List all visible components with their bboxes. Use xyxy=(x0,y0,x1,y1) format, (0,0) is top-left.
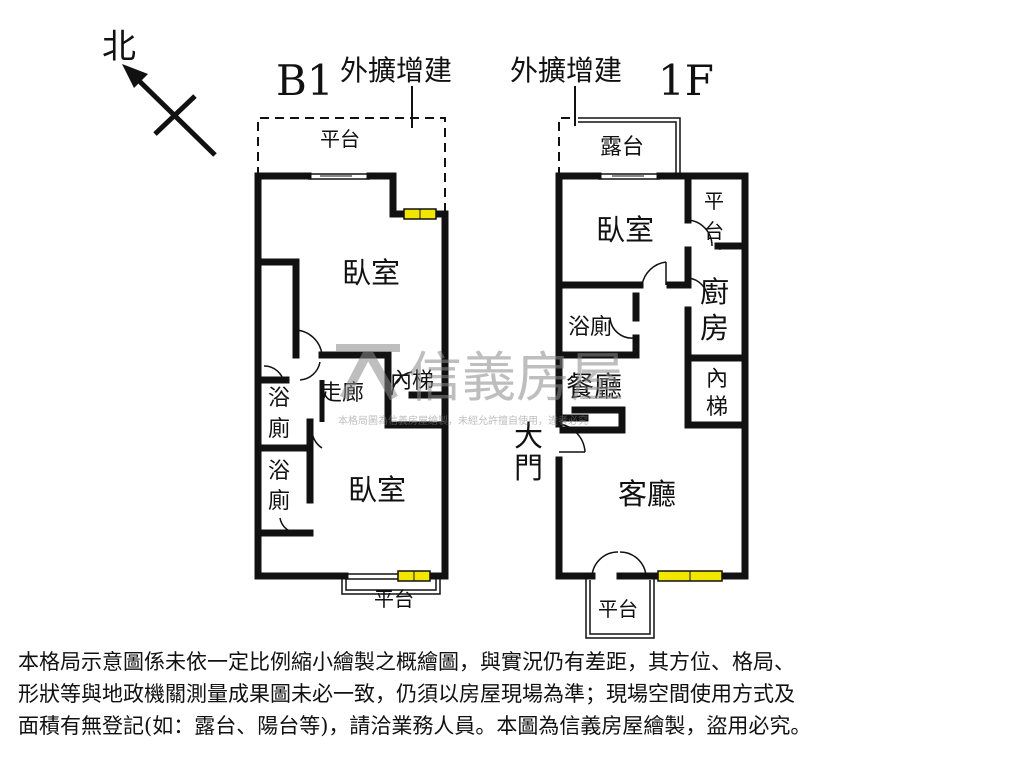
disclaimer-line-2: 形狀等與地政機關測量成果圖未必一致，仍須以房屋現場為準；現場空間使用方式及 xyxy=(18,682,795,706)
f1-extension-label: 外擴增建 xyxy=(510,54,622,87)
b1-terrace-bottom-label: 平台 xyxy=(374,587,414,611)
disclaimer: 本格局示意圖係未依一定比例縮小繪製之概繪圖，與實況仍有差距，其方位、格局、 形狀… xyxy=(18,646,1018,742)
f1-entrance-label-1: 大 xyxy=(514,419,543,453)
f1-floor-label: 1F xyxy=(658,56,714,105)
f1-extension-outline xyxy=(558,117,574,176)
watermark: 信義房屋 本格局圖為信義房屋繪製，未經允許擅自使用，違者必究 xyxy=(336,344,624,427)
compass: 北 xyxy=(102,27,217,157)
b1-floor: B1 外擴增建 xyxy=(254,54,452,611)
f1-walls xyxy=(555,172,749,580)
b1-top-sliding-door xyxy=(308,173,370,180)
b1-bedroom-upper-label: 臥室 xyxy=(342,256,400,290)
f1-terrace-bottom-label: 平台 xyxy=(598,597,638,621)
watermark-brand-text: 信義房屋 xyxy=(408,346,624,409)
f1-entrance-label-2: 門 xyxy=(514,451,543,485)
north-label: 北 xyxy=(102,27,136,67)
f1-floor: 外擴增建 1F xyxy=(510,54,749,639)
b1-bath-upper-label-1: 浴 xyxy=(268,386,290,411)
f1-dining-label: 餐廳 xyxy=(566,370,622,403)
b1-bedroom-lower-label: 臥室 xyxy=(348,473,406,507)
b1-bottom-terrace-outline xyxy=(341,576,441,595)
f1-side-terrace-label-2: 台 xyxy=(704,219,724,243)
f1-side-terrace-label-1: 平 xyxy=(704,189,724,213)
f1-kitchen-label-2: 房 xyxy=(700,311,729,345)
f1-inner-stair-label-1: 內 xyxy=(706,367,728,392)
north-arrowhead-icon xyxy=(122,64,148,88)
disclaimer-line-1: 本格局示意圖係未依一定比例縮小繪製之概繪圖，與實況仍有差距，其方位、格局、 xyxy=(18,650,795,674)
f1-inner-stair-label-2: 梯 xyxy=(706,395,728,420)
f1-bottom-terrace-outline xyxy=(585,576,655,639)
brand-logo-icon xyxy=(336,344,400,401)
f1-living-label: 客廳 xyxy=(618,477,676,511)
b1-inner-stair-label: 內梯 xyxy=(390,369,434,394)
b1-extension-outline xyxy=(257,117,446,212)
b1-walls xyxy=(254,172,449,580)
floor-plan: 北 B1 外擴增建 xyxy=(102,27,749,639)
b1-doors xyxy=(263,329,413,534)
b1-extension-label: 外擴增建 xyxy=(340,54,452,87)
north-arrow-icon xyxy=(128,70,217,157)
b1-floor-label: B1 xyxy=(276,56,334,105)
b1-bath-upper-label-2: 廁 xyxy=(268,417,290,442)
watermark-subtext: 本格局圖為信義房屋繪製，未經允許擅自使用，違者必究 xyxy=(338,414,588,427)
f1-balcony-rail xyxy=(578,117,681,176)
f1-doors xyxy=(558,219,713,577)
compass-cross-icon xyxy=(153,94,197,136)
f1-balcony-label: 露台 xyxy=(600,135,644,160)
b1-bath-lower-label-2: 廁 xyxy=(268,489,290,514)
f1-bathroom-label: 浴廁 xyxy=(568,315,612,340)
b1-bath-lower-label-1: 浴 xyxy=(268,459,290,484)
f1-bedroom-label: 臥室 xyxy=(596,213,654,247)
disclaimer-line-3: 面積有無登記(如：露台、陽台等)，請洽業務人員。本圖為信義房屋繪製，盜用必究。 xyxy=(18,714,812,738)
b1-terrace-top-label: 平台 xyxy=(320,127,360,151)
f1-kitchen-label-1: 廚 xyxy=(700,275,729,309)
